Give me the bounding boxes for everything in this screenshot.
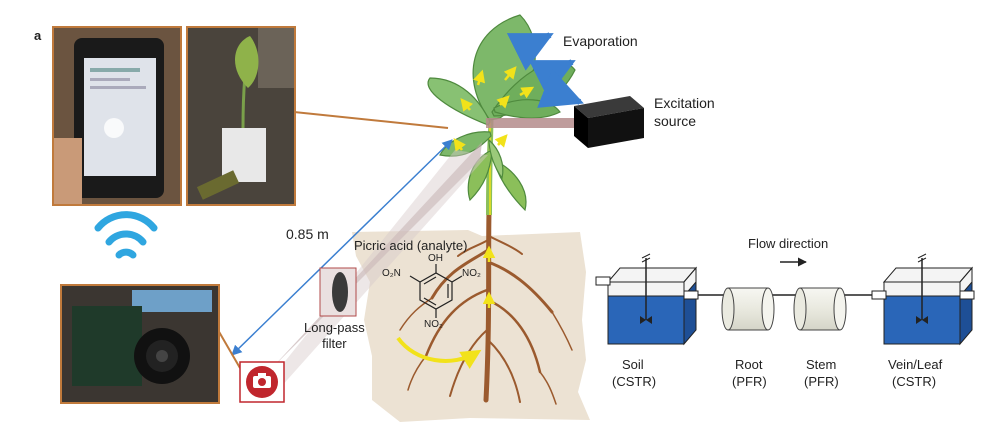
panel-letter: a — [34, 28, 42, 43]
reactor-stem-name: Stem — [806, 357, 837, 372]
excitation-source-box — [574, 96, 644, 148]
distance-label: 0.85 m — [286, 226, 329, 242]
distance-arrow — [231, 139, 453, 356]
soil-flow-arrow — [396, 336, 482, 369]
evaporation-arrows — [506, 32, 584, 108]
analyte-label: Picric acid (analyte) — [354, 238, 468, 253]
plant-setup-image — [188, 28, 294, 204]
smartphone-image — [54, 28, 180, 204]
reactor-soil-model: (CSTR) — [612, 374, 657, 389]
long-pass-filter — [319, 267, 357, 317]
camera-module-photo — [60, 284, 220, 404]
excitation-beam — [486, 118, 578, 128]
photo-connector-camera — [217, 329, 241, 369]
camera-icon — [239, 361, 285, 403]
reactor-root-model: (PFR) — [732, 374, 767, 389]
camera-module-image — [62, 286, 218, 402]
smartphone-photo — [52, 26, 182, 206]
filter-label: Long-pass filter — [304, 320, 365, 351]
photo-connector-plant — [293, 111, 449, 129]
soil-cstr-tank — [595, 253, 699, 346]
excitation-source-label: Excitation source — [654, 95, 715, 129]
wifi-icon — [94, 211, 158, 259]
reactor-stem-model: (PFR) — [804, 374, 839, 389]
reactor-leaf-name: Vein/Leaf — [888, 357, 943, 372]
root-pfr-cylinder — [721, 287, 775, 331]
picric-acid-structure — [409, 264, 463, 318]
leaf-cstr-tank — [871, 253, 975, 346]
molecule-no2-left-label: O₂N — [382, 268, 401, 279]
molecule-no2-bottom-label: NO₂ — [424, 319, 443, 330]
stem-pfr-cylinder — [793, 287, 847, 331]
plant-setup-photo — [186, 26, 296, 206]
reactor-root-name: Root — [735, 357, 763, 372]
evaporation-label: Evaporation — [563, 33, 638, 49]
molecule-no2-right-label: NO₂ — [462, 268, 481, 279]
reactor-leaf-model: (CSTR) — [892, 374, 937, 389]
molecule-oh-label: OH — [428, 253, 443, 264]
reactor-soil-name: Soil — [622, 357, 644, 372]
flow-direction-label: Flow direction — [748, 236, 829, 251]
